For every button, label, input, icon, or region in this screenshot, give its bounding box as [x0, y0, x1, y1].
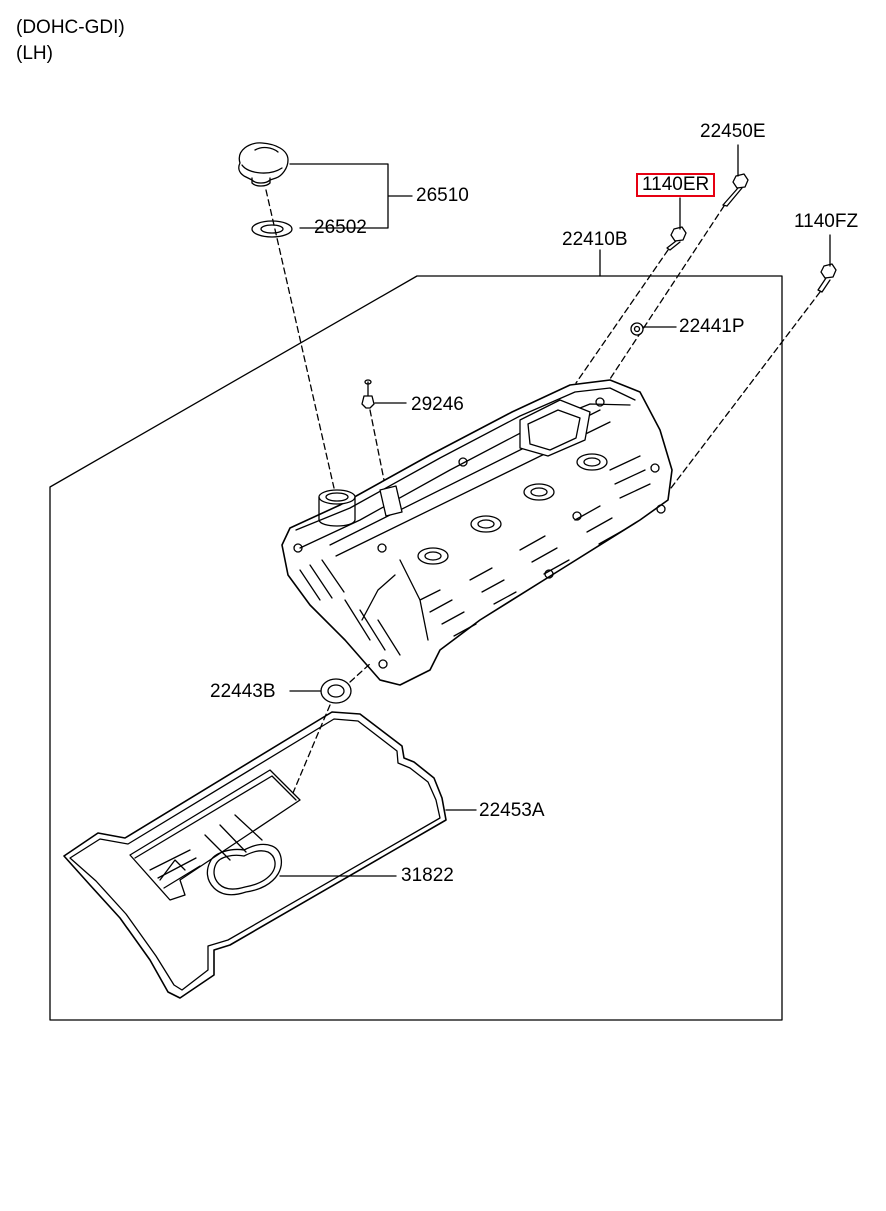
- bolt-22450e-icon: [722, 173, 749, 207]
- leader-26510: [289, 163, 413, 229]
- cap-axis-line: [265, 189, 335, 489]
- callout-1140fz[interactable]: 1140FZ: [794, 211, 859, 232]
- callout-31822[interactable]: 31822: [401, 865, 454, 886]
- bolt-1140er-icon: [666, 226, 687, 251]
- gasket-22453a-icon: [63, 711, 447, 999]
- callout-29246[interactable]: 29246: [411, 394, 464, 415]
- axis-1140er: [575, 249, 669, 384]
- gasket-31822-icon: [206, 843, 283, 896]
- callout-26510[interactable]: 26510: [416, 185, 469, 206]
- bolt-1140fz-icon: [817, 263, 837, 293]
- callout-22443b[interactable]: 22443B: [210, 681, 276, 702]
- seal-22443b-icon: [320, 678, 352, 704]
- grommet-22441p-icon: [630, 322, 644, 336]
- callout-26502[interactable]: 26502: [314, 217, 367, 238]
- engine-type-label: (DOHC-GDI): [16, 17, 125, 38]
- valve-cover-icon: [281, 379, 673, 686]
- callout-22410b[interactable]: 22410B: [562, 229, 628, 250]
- callout-22453a[interactable]: 22453A: [479, 800, 545, 821]
- axis-1140fz: [667, 291, 821, 493]
- axis-22450e: [607, 205, 725, 383]
- callout-1140er[interactable]: 1140ER: [636, 173, 716, 197]
- oil-filler-cap-icon: [238, 142, 289, 187]
- baffle-plate-icon: [129, 769, 301, 901]
- axis-22443b: [349, 661, 373, 683]
- callout-22450e[interactable]: 22450E: [700, 121, 766, 142]
- axis-seal-down: [289, 704, 331, 801]
- callout-22441p[interactable]: 22441P: [679, 316, 745, 337]
- pcv-stud-29246-icon: [361, 379, 375, 409]
- oil-cap-seal-icon: [251, 220, 293, 238]
- assembly-boundary: [49, 275, 783, 1021]
- side-label: (LH): [16, 43, 53, 64]
